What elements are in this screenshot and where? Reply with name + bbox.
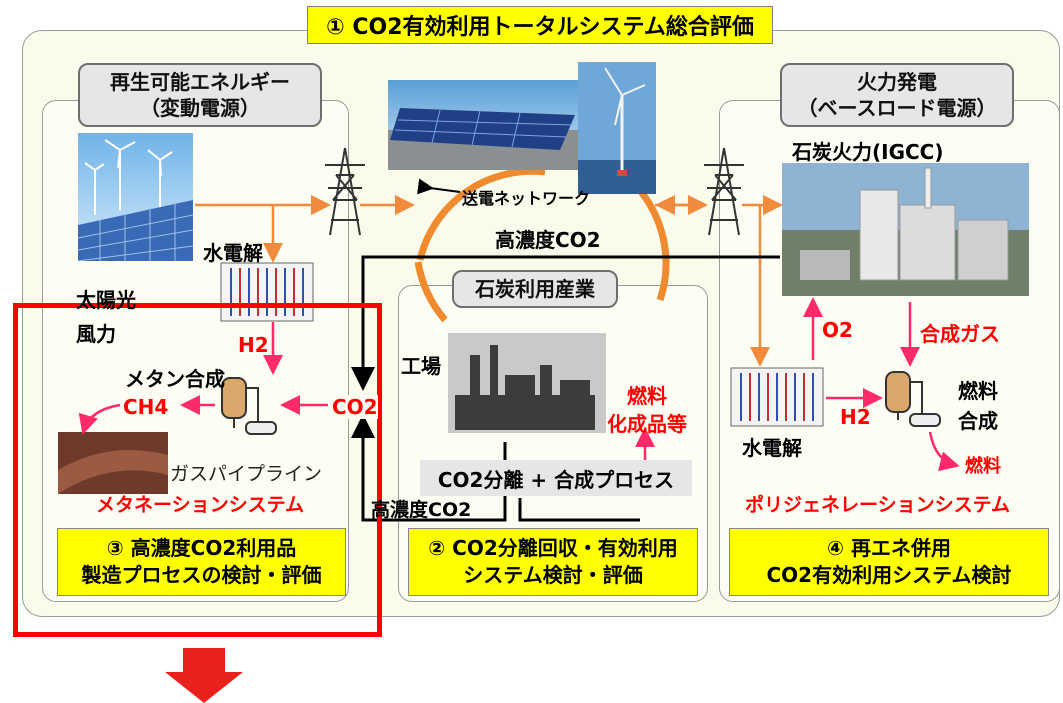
gas-pipeline-label: ガスパイプライン bbox=[170, 463, 323, 485]
center-footer-line1: ② CO2分離回収・有効利用 bbox=[428, 536, 678, 560]
fuel-synthesis-label-1: 燃料 bbox=[958, 379, 998, 403]
thermal-heading-line1: 火力発電 bbox=[857, 70, 937, 94]
process-box: CO2分離 + 合成プロセス bbox=[420, 460, 692, 496]
wind-label: 風力 bbox=[76, 322, 116, 346]
h2-label-left: H2 bbox=[238, 333, 269, 357]
right-footer-box: ④ 再エネ併用 CO2有効利用システム検討 bbox=[729, 528, 1049, 596]
high-co2-bottom-label: 高濃度CO2 bbox=[371, 499, 472, 521]
co2-label-left: CO2 bbox=[332, 395, 378, 419]
main-title: ① CO2有効利用トータルシステム総合評価 bbox=[307, 6, 773, 44]
pylon-right bbox=[704, 147, 744, 236]
offshore-wind-photo bbox=[578, 62, 656, 194]
syngas-label: 合成ガス bbox=[920, 322, 1000, 346]
renewable-heading: 再生可能エネルギー （変動電源） bbox=[78, 63, 322, 127]
methanation-reactor bbox=[221, 377, 277, 435]
electrolyzer-right bbox=[730, 367, 824, 427]
fuel-synthesis-label-2: 合成 bbox=[958, 409, 998, 433]
coal-plant-photo bbox=[782, 163, 1029, 296]
electrolysis-label-right: 水電解 bbox=[742, 436, 802, 460]
fuel-synthesis-reactor bbox=[885, 371, 941, 427]
process-arrows bbox=[78, 297, 960, 472]
renewable-heading-line1: 再生可能エネルギー bbox=[110, 70, 290, 94]
down-arrow bbox=[165, 648, 243, 703]
thermal-heading-line2: （ベースロード電源） bbox=[797, 96, 997, 120]
solar-farm-photo bbox=[388, 80, 580, 170]
ch4-label: CH4 bbox=[123, 395, 169, 419]
right-footer-line1: ④ 再エネ併用 bbox=[827, 536, 951, 560]
pylon-left bbox=[325, 147, 365, 236]
factory-photo bbox=[448, 333, 606, 433]
plant-label: 石炭火力(IGCC) bbox=[792, 140, 944, 164]
center-footer-line2: システム検討・評価 bbox=[463, 563, 643, 587]
solar-wind-photo bbox=[77, 133, 194, 262]
methanation-system-label: メタネーションシステム bbox=[96, 494, 305, 516]
right-footer-line2: CO2有効利用システム検討 bbox=[766, 563, 1012, 587]
methane-synthesis-label: メタン合成 bbox=[125, 367, 225, 391]
polygeneration-label: ポリジェネレーションシステム bbox=[745, 494, 1011, 516]
chem-label: 化成品等 bbox=[607, 412, 687, 436]
thermal-heading: 火力発電 （ベースロード電源） bbox=[780, 63, 1014, 127]
coal-industry-heading: 石炭利用産業 bbox=[452, 270, 618, 308]
renewable-heading-line2: （変動電源） bbox=[140, 96, 260, 120]
electrolysis-label-left: 水電解 bbox=[203, 241, 263, 265]
power-arrows bbox=[195, 195, 783, 367]
coal-industry-heading-text: 石炭利用産業 bbox=[475, 277, 595, 301]
fuel-out-label: 燃料 bbox=[965, 456, 1001, 477]
high-co2-top-label: 高濃度CO2 bbox=[495, 228, 601, 252]
left-footer-line1: ③ 高濃度CO2利用品 bbox=[106, 536, 297, 560]
h2-label-right: H2 bbox=[840, 405, 871, 429]
network-label: 送電ネットワーク bbox=[462, 189, 591, 208]
left-footer-box: ③ 高濃度CO2利用品 製造プロセスの検討・評価 bbox=[57, 528, 346, 596]
o2-label: O2 bbox=[822, 318, 853, 342]
electrolyzer-left bbox=[220, 262, 314, 322]
left-footer-line2: 製造プロセスの検討・評価 bbox=[81, 563, 322, 587]
highlight-frame bbox=[13, 303, 382, 637]
factory-label: 工場 bbox=[401, 354, 441, 378]
solar-label: 太陽光 bbox=[76, 288, 136, 312]
fuel-label-center: 燃料 bbox=[627, 384, 667, 408]
center-footer-box: ② CO2分離回収・有効利用 システム検討・評価 bbox=[408, 528, 698, 596]
